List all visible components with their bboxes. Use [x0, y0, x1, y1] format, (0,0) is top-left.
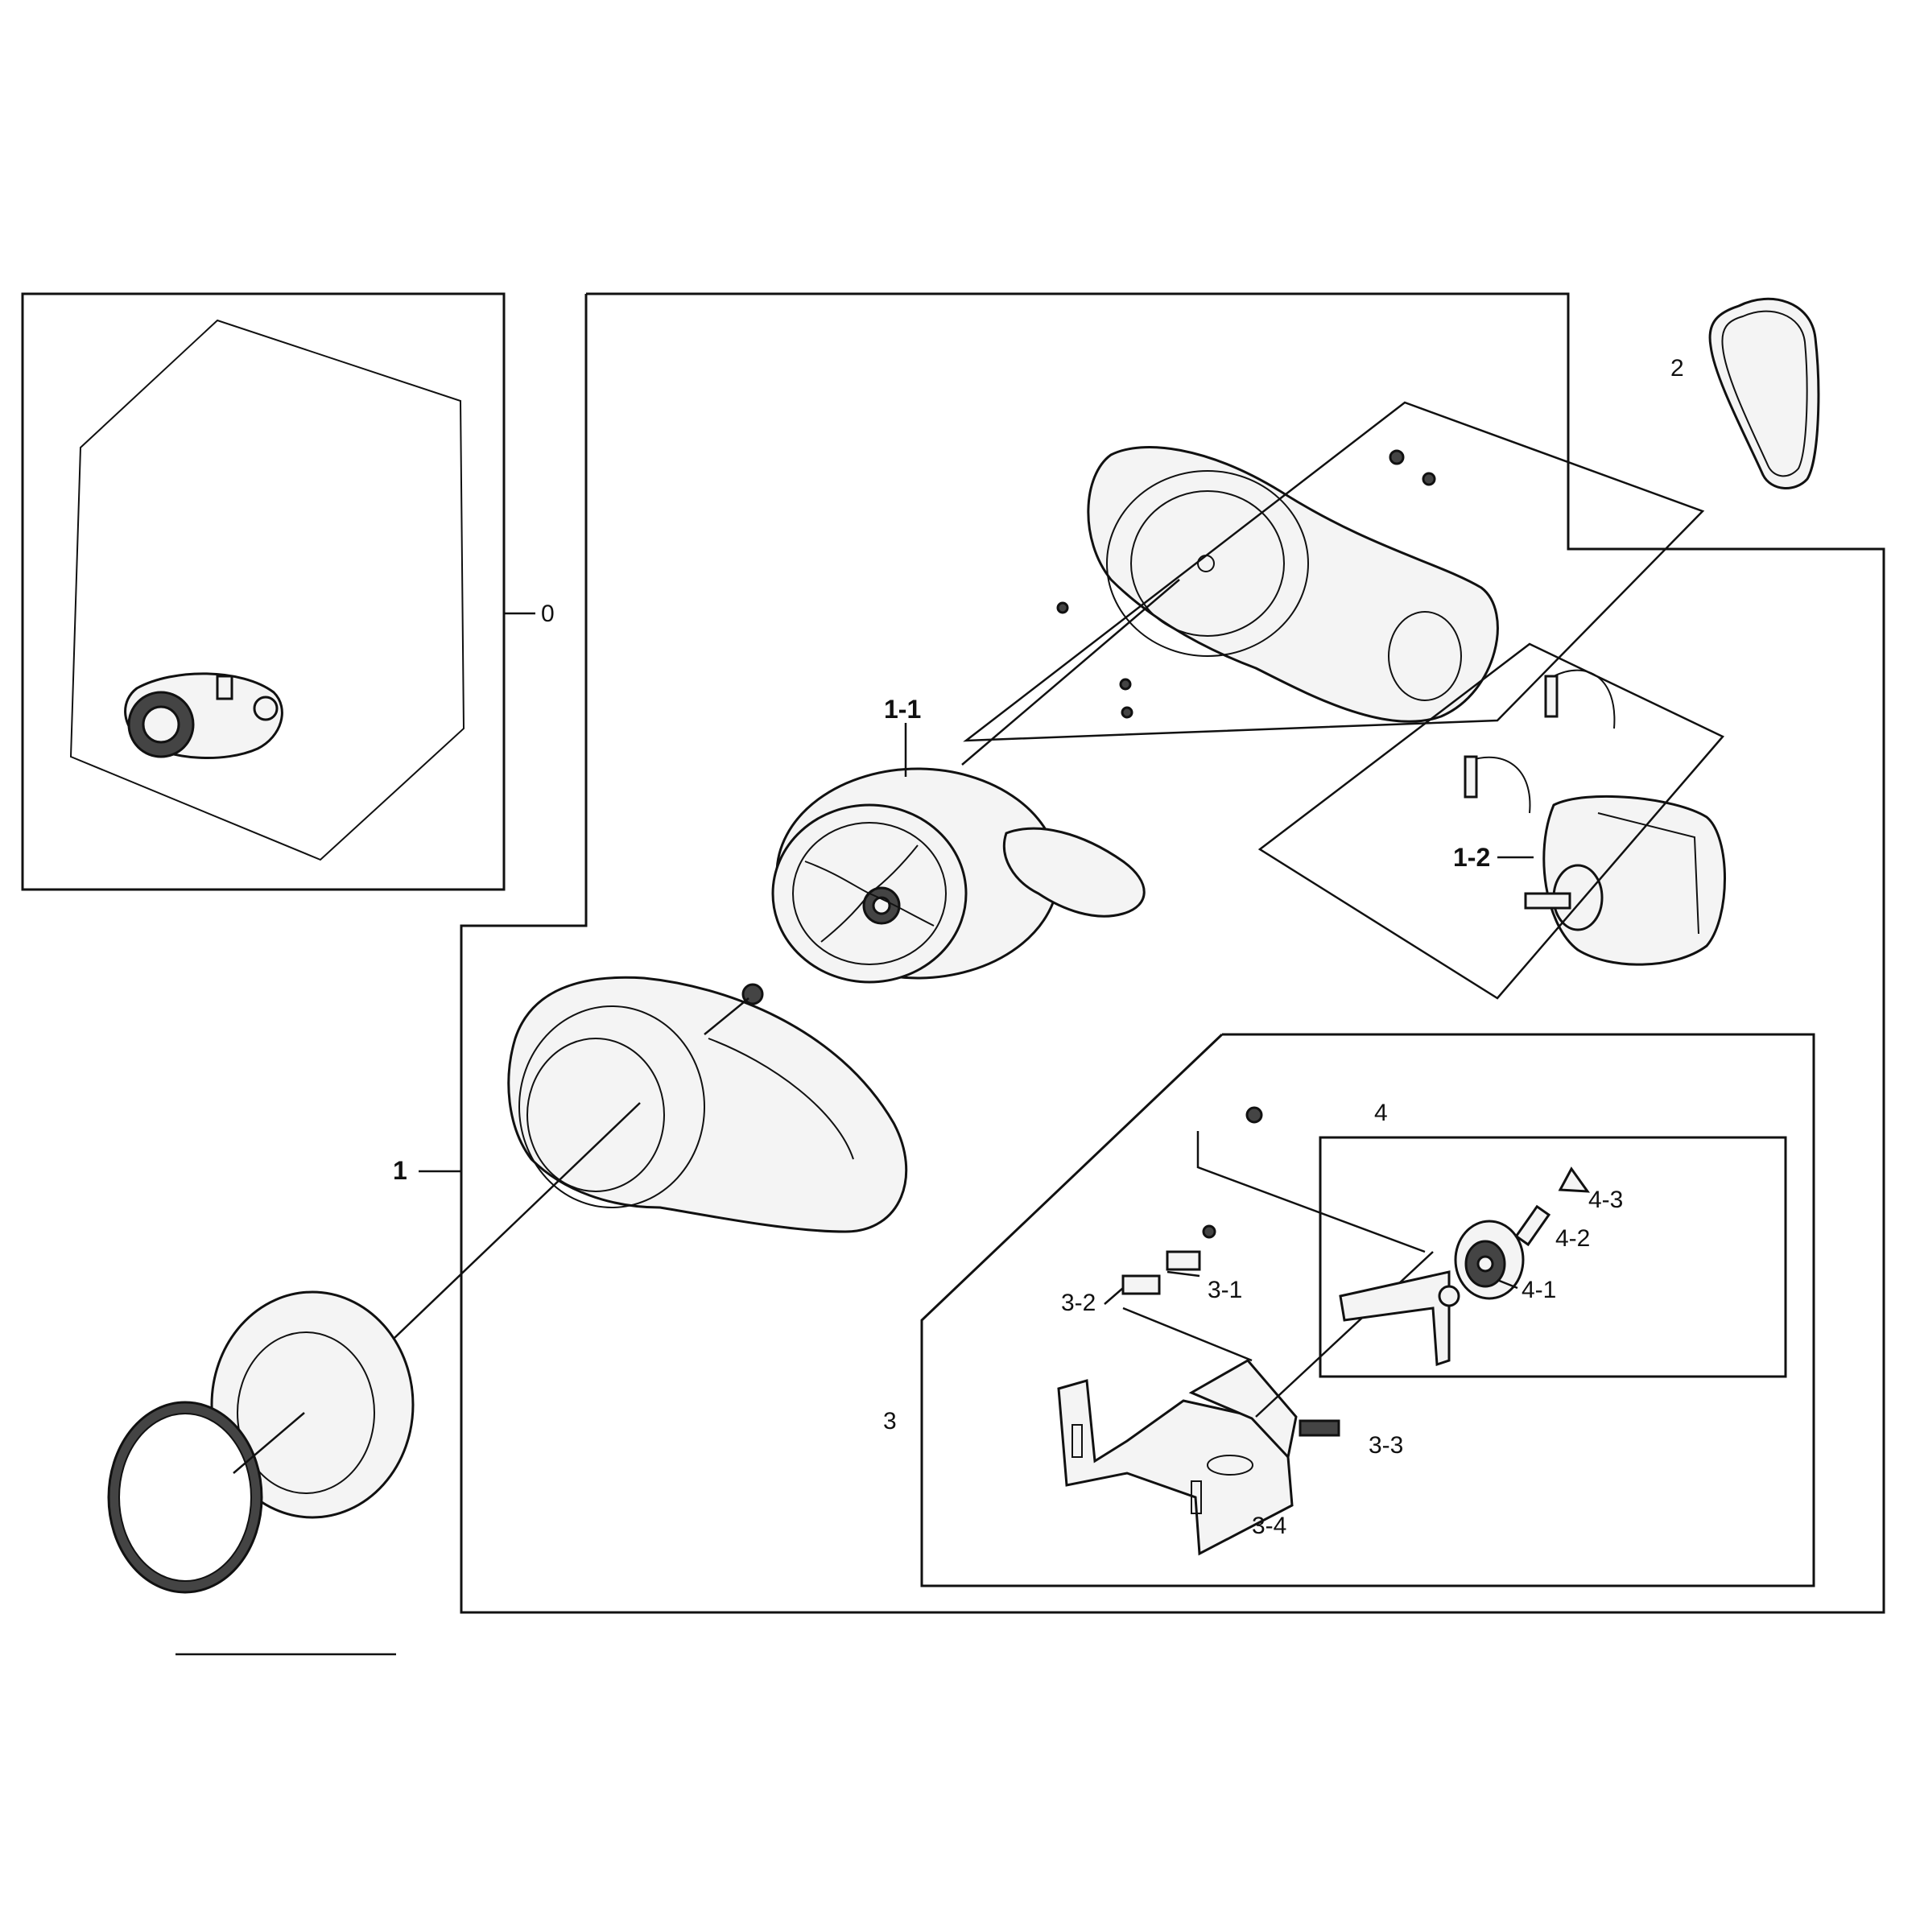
- outline-rear-housing-group: [963, 401, 1705, 742]
- duct-flap: [1002, 827, 1146, 918]
- leader-4-1: [1497, 1278, 1518, 1290]
- blower-housing-front: [507, 976, 908, 1233]
- callout-3-1: 3-1: [1208, 1277, 1242, 1303]
- callout-4-3: 4-3: [1588, 1187, 1623, 1213]
- assembly-0-duct-preview: [124, 672, 283, 759]
- frame-assembly-1: [460, 292, 1885, 1614]
- idler-screw: [1245, 1106, 1263, 1124]
- leader-ring-axis: [394, 1102, 641, 1339]
- idler-pulley-arm: [1339, 1270, 1460, 1367]
- frame-assembly-3: [920, 1033, 1815, 1587]
- leader-3-1: [1166, 1270, 1200, 1278]
- front-duct-ring: [210, 1290, 415, 1519]
- idler-pulley: [1454, 1220, 1525, 1300]
- outline-switch-group: [1122, 1307, 1253, 1362]
- callout-4-2: 4-2: [1555, 1225, 1590, 1252]
- drive-belt: [1708, 297, 1820, 489]
- outline-pulley-group: [1196, 1131, 1426, 1253]
- frame-assembly-0: [21, 292, 506, 891]
- callout-1-1: 1-1: [884, 695, 921, 724]
- drive-motor: [1524, 795, 1726, 966]
- leader-wheel-axis: [961, 579, 1180, 766]
- idler-spring: [1299, 1419, 1340, 1437]
- callout-3: 3: [883, 1408, 897, 1435]
- callout-0: 0: [541, 601, 555, 627]
- blower-housing-rear: [1056, 445, 1499, 723]
- idler-shaft: [1514, 1204, 1551, 1247]
- gasket-ring: [107, 1401, 263, 1594]
- idler-clip: [1558, 1166, 1591, 1193]
- blower-wheel: [771, 767, 1060, 984]
- frame-assembly-4: [1319, 1136, 1787, 1378]
- callout-1-2: 1-2: [1453, 843, 1490, 872]
- switch-parts: [1121, 1224, 1216, 1295]
- leader-3-2: [1104, 1287, 1124, 1305]
- assembly-0-enclosure: [69, 319, 465, 861]
- leader-gasket-axis: [233, 1412, 305, 1474]
- leader-nut-axis: [704, 997, 749, 1035]
- outline-motor-group: [1257, 642, 1725, 1000]
- callout-1: 1: [393, 1156, 407, 1185]
- callout-3-2: 3-2: [1061, 1290, 1096, 1316]
- callout-4-1: 4-1: [1522, 1277, 1556, 1303]
- callout-4: 4: [1374, 1100, 1388, 1126]
- motor-clips: [1464, 669, 1616, 814]
- callout-3-3: 3-3: [1369, 1432, 1403, 1459]
- outline-bracket-leader: [1255, 1251, 1434, 1418]
- idler-bracket: [1057, 1359, 1298, 1556]
- callout-2: 2: [1670, 355, 1684, 382]
- callout-3-4: 3-4: [1252, 1513, 1286, 1539]
